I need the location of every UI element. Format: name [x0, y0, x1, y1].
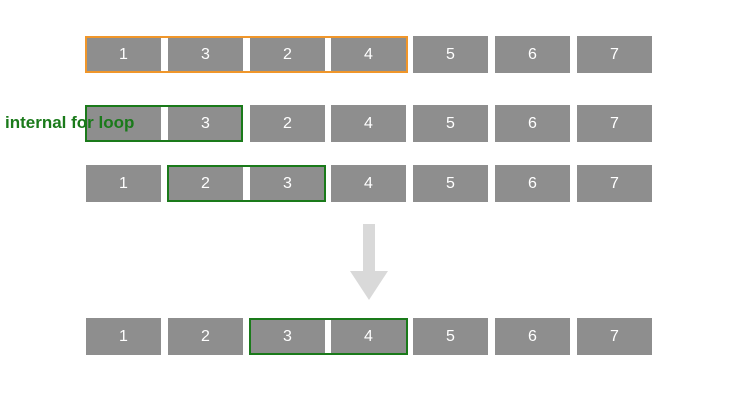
array-cell: [86, 105, 161, 142]
array-cell: 4: [331, 105, 406, 142]
inner-range-highlight: [167, 165, 326, 202]
array-cell: 7: [577, 36, 652, 73]
array-cell: 6: [495, 165, 570, 202]
inner-range-highlight: [85, 105, 243, 142]
array-cell: 3: [250, 165, 325, 202]
array-cell: 4: [331, 36, 406, 73]
loop-label: internal for loop: [5, 113, 135, 132]
array-cell: 3: [168, 36, 243, 73]
array-cell: 2: [168, 165, 243, 202]
outer-range-highlight: [85, 36, 408, 73]
array-cell: 3: [168, 105, 243, 142]
array-cell: 4: [331, 318, 406, 355]
array-cell: 7: [577, 105, 652, 142]
array-cell: 7: [577, 165, 652, 202]
array-cell: 1: [86, 36, 161, 73]
array-cell: 4: [331, 165, 406, 202]
array-cell: 5: [413, 318, 488, 355]
array-cell: 1: [86, 165, 161, 202]
array-cell: 2: [168, 318, 243, 355]
array-cell: 5: [413, 105, 488, 142]
array-cell: 6: [495, 105, 570, 142]
array-cell: 6: [495, 318, 570, 355]
array-cell: 1: [86, 318, 161, 355]
array-cell: 5: [413, 165, 488, 202]
array-cell: 5: [413, 36, 488, 73]
array-cell: 3: [250, 318, 325, 355]
array-cell: 2: [250, 105, 325, 142]
array-cell: 6: [495, 36, 570, 73]
array-cell: 7: [577, 318, 652, 355]
inner-range-highlight: [249, 318, 408, 355]
array-cell: 2: [250, 36, 325, 73]
down-arrow-icon: [350, 224, 388, 300]
